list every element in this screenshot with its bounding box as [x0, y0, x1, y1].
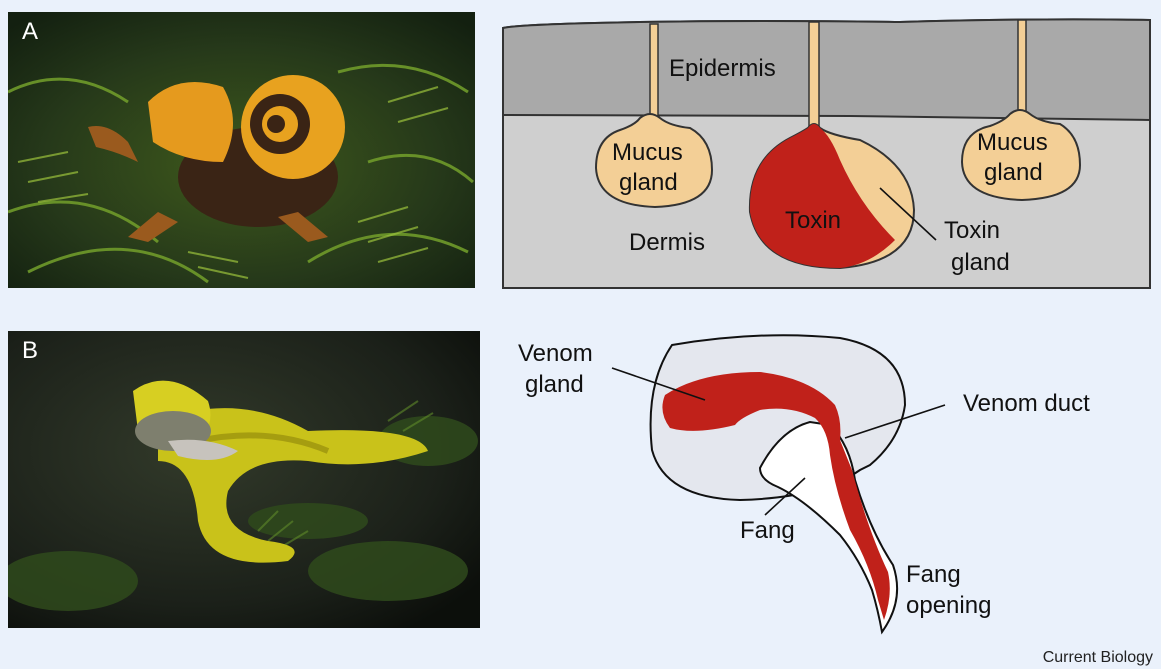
panel-letter-a: A — [22, 18, 38, 46]
label-fang-opening-1: Fang — [906, 561, 961, 588]
venom-apparatus: Venom gland Venom duct Fang Fang opening — [518, 335, 1090, 632]
label-mucus-left-1: Mucus — [612, 139, 683, 166]
label-toxin: Toxin — [785, 207, 841, 234]
label-toxin-gland-1: Toxin — [944, 217, 1000, 244]
label-epidermis: Epidermis — [669, 55, 776, 82]
skin-cross-section: Epidermis Mucus gland Mucus gland Dermis… — [503, 19, 1150, 288]
source-credit: Current Biology — [1043, 649, 1153, 667]
mucus-duct-right — [1018, 20, 1026, 118]
label-fang: Fang — [740, 517, 795, 544]
label-venom-gland-1: Venom — [518, 340, 593, 367]
mucus-duct-left — [650, 24, 658, 124]
toxin-duct — [809, 22, 819, 132]
label-venom-duct: Venom duct — [963, 390, 1090, 417]
label-dermis: Dermis — [629, 229, 705, 256]
label-mucus-right-2: gland — [984, 159, 1043, 186]
panel-letter-b: B — [22, 337, 38, 365]
label-fang-opening-2: opening — [906, 592, 991, 619]
label-venom-gland-2: gland — [525, 371, 584, 398]
epidermis-layer — [503, 19, 1150, 120]
label-toxin-gland-2: gland — [951, 249, 1010, 276]
label-mucus-left-2: gland — [619, 169, 678, 196]
label-mucus-right-1: Mucus — [977, 129, 1048, 156]
